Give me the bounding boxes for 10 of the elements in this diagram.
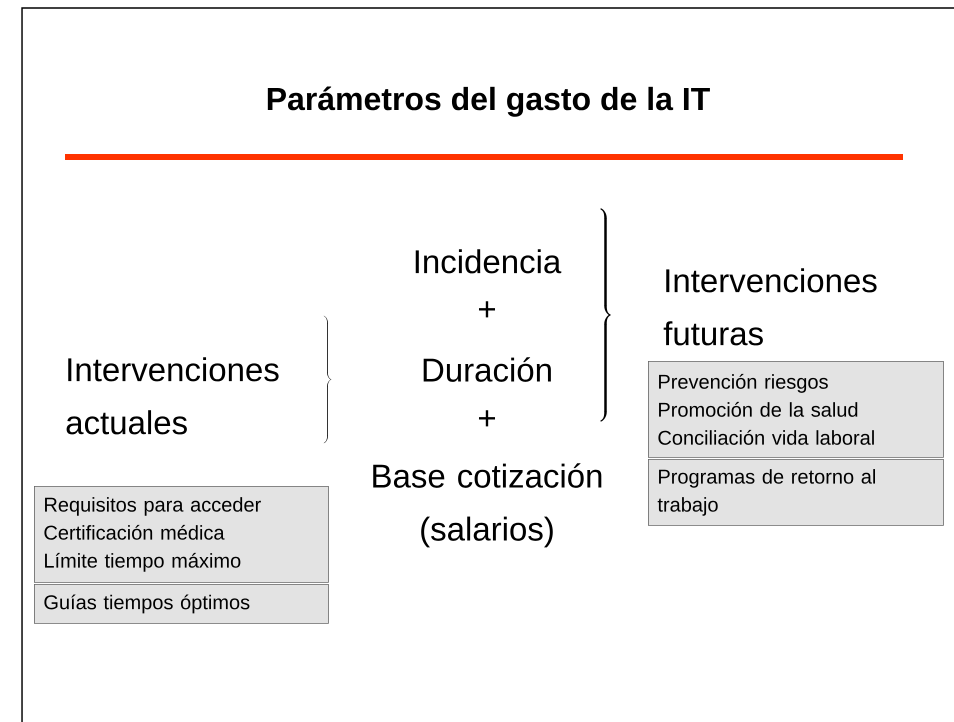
label: + (478, 410, 495, 426)
label: Duración (424, 357, 551, 382)
label: + (478, 301, 495, 318)
text-box: Prevención riesgos Promoción de la salud Conciliación vida laboral (648, 361, 944, 458)
text-box: Programas de retorno al trabajo (648, 459, 944, 526)
label: Intervenciones actuales (66, 357, 279, 434)
text-box: Guías tiempos óptimos (34, 584, 329, 624)
label: Incidencia (416, 249, 562, 274)
title: Parámetros del gasto de la IT (268, 86, 710, 117)
label: Base cotización (salarios) (373, 463, 602, 548)
